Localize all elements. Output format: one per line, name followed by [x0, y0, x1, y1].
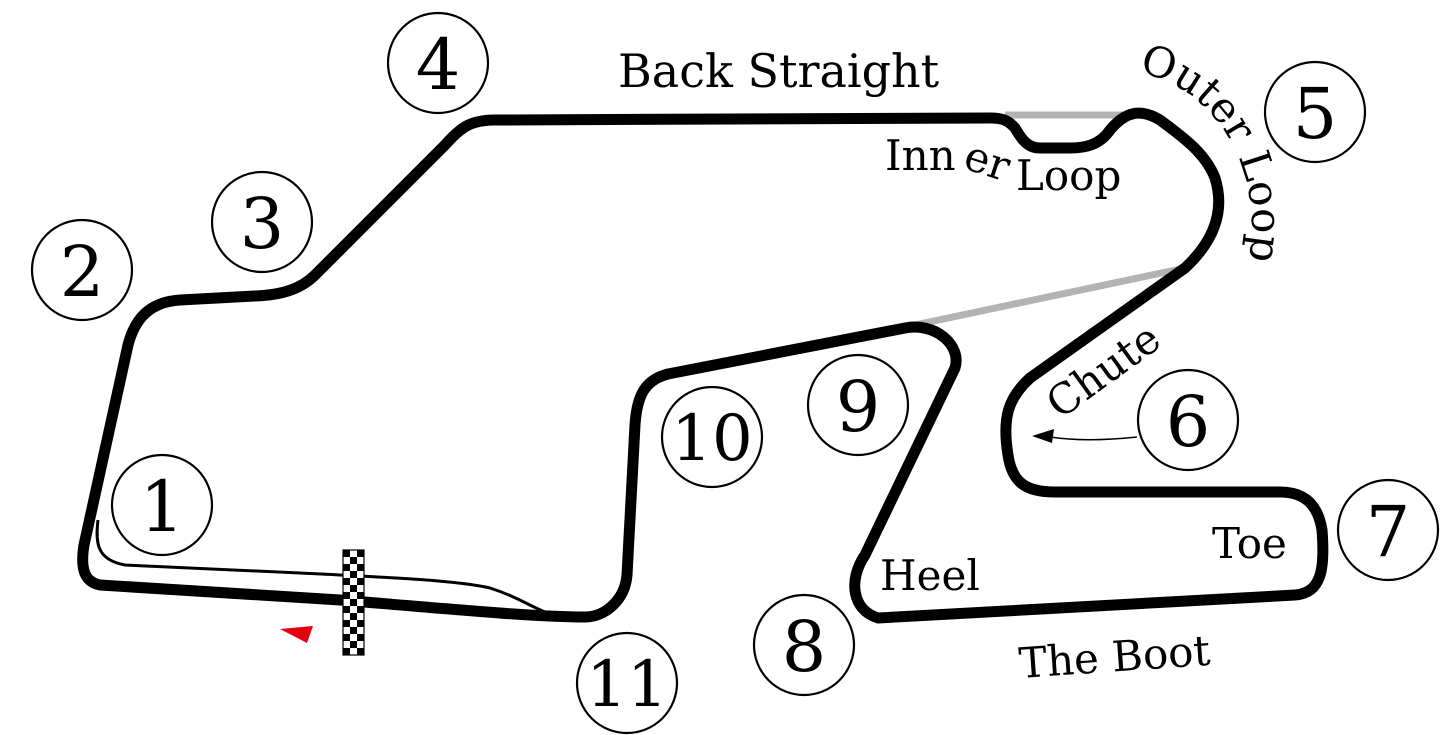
start-finish-flag [342, 549, 365, 656]
start-finish-square [350, 599, 357, 606]
start-finish-square [357, 620, 364, 627]
chute-shortcut [914, 264, 1186, 329]
start-finish-square [350, 585, 357, 592]
inner-loop-label-part-3: Loop [1016, 151, 1121, 200]
start-finish-square [350, 613, 357, 620]
the-boot-label: The Boot [1017, 626, 1212, 688]
start-finish-square [357, 550, 364, 557]
start-finish-square [357, 592, 364, 599]
start-finish-square [343, 648, 350, 655]
start-finish-square [350, 627, 357, 634]
start-finish-square [343, 634, 350, 641]
turn-11: 11 [575, 631, 679, 735]
turn-9: 9 [806, 353, 910, 457]
turn-6: 6 [1136, 368, 1240, 472]
turn-2-number: 2 [60, 231, 105, 313]
turn-3-number: 3 [240, 183, 285, 265]
turn-6-arrow [1049, 436, 1138, 441]
pit-lane [95, 519, 546, 614]
start-finish-square [350, 557, 357, 564]
turn-9-number: 9 [836, 366, 881, 448]
turn-4: 4 [386, 11, 490, 115]
start-finish-square [343, 578, 350, 585]
start-finish-square [357, 634, 364, 641]
start-finish-square [343, 592, 350, 599]
start-finish-square [357, 578, 364, 585]
turn-7: 7 [1336, 478, 1440, 582]
turn-5-number: 5 [1293, 73, 1338, 155]
turn-6-number: 6 [1166, 381, 1211, 463]
inner-loop-label-part-1: Inn [885, 131, 956, 180]
turn-7-number: 7 [1366, 491, 1411, 573]
turn-4-number: 4 [416, 24, 461, 106]
track-outline [77, 107, 1329, 624]
toe-label: Toe [1212, 519, 1287, 568]
start-finish-square [343, 606, 350, 613]
turn-10: 10 [660, 385, 764, 489]
heel-label: Heel [880, 551, 980, 600]
start-finish-square [357, 606, 364, 613]
turn-1: 1 [110, 453, 214, 557]
start-finish-square [343, 620, 350, 627]
start-finish-square [357, 564, 364, 571]
turn-6-arrowhead [1032, 429, 1054, 443]
turn-1-number: 1 [140, 466, 185, 548]
turn-8-number: 8 [782, 606, 827, 688]
inner-loop-label-part-2: er [958, 131, 1017, 192]
start-finish-square [350, 571, 357, 578]
start-finish-square [350, 641, 357, 648]
turn-10-number: 10 [671, 402, 752, 476]
turn-5: 5 [1263, 60, 1367, 164]
start-finish-square [343, 550, 350, 557]
direction-marker [280, 626, 313, 643]
back-straight-label: Back Straight [618, 44, 940, 98]
turn-2: 2 [30, 218, 134, 322]
start-finish-square [357, 648, 364, 655]
start-finish-square [343, 564, 350, 571]
turn-8: 8 [752, 593, 856, 697]
turn-3: 3 [210, 170, 314, 274]
turn-11-number: 11 [586, 648, 667, 722]
